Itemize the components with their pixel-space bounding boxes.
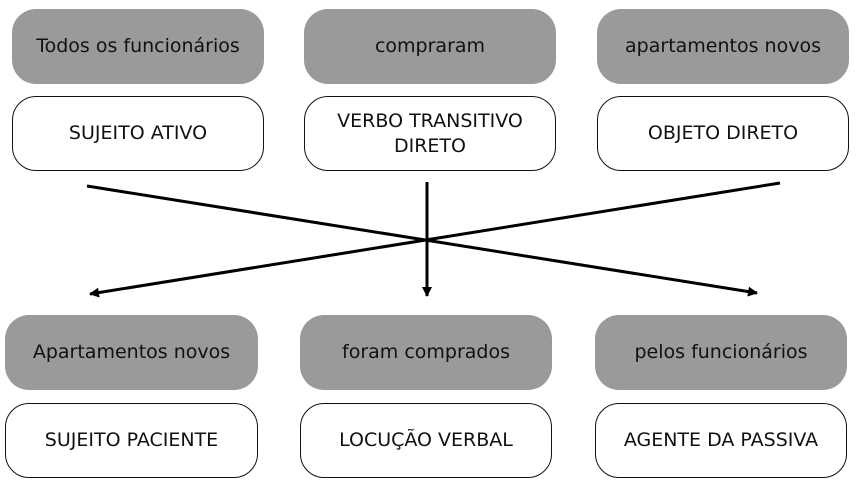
passive-subject-role: SUJEITO PACIENTE xyxy=(5,403,258,478)
active-object-word: apartamentos novos xyxy=(597,9,849,84)
active-subject-word: Todos os funcionários xyxy=(12,9,264,84)
active-verb-role: VERBO TRANSITIVO DIRETO xyxy=(304,96,556,171)
passive-verb-word: foram comprados xyxy=(300,315,552,390)
passive-agent-word: pelos funcionários xyxy=(595,315,847,390)
passive-subject-word: Apartamentos novos xyxy=(5,315,258,390)
passive-verb-role: LOCUÇÃO VERBAL xyxy=(300,403,552,478)
active-verb-role-line2: DIRETO xyxy=(393,134,466,157)
arrow-object-to-subject xyxy=(89,181,781,298)
active-subject-role: SUJEITO ATIVO xyxy=(12,96,264,171)
active-verb-word: compraram xyxy=(304,9,556,84)
active-object-role: OBJETO DIRETO xyxy=(597,96,849,171)
active-verb-role-line1: VERBO TRANSITIVO xyxy=(337,109,523,132)
passive-agent-role: AGENTE DA PASSIVA xyxy=(595,403,847,478)
